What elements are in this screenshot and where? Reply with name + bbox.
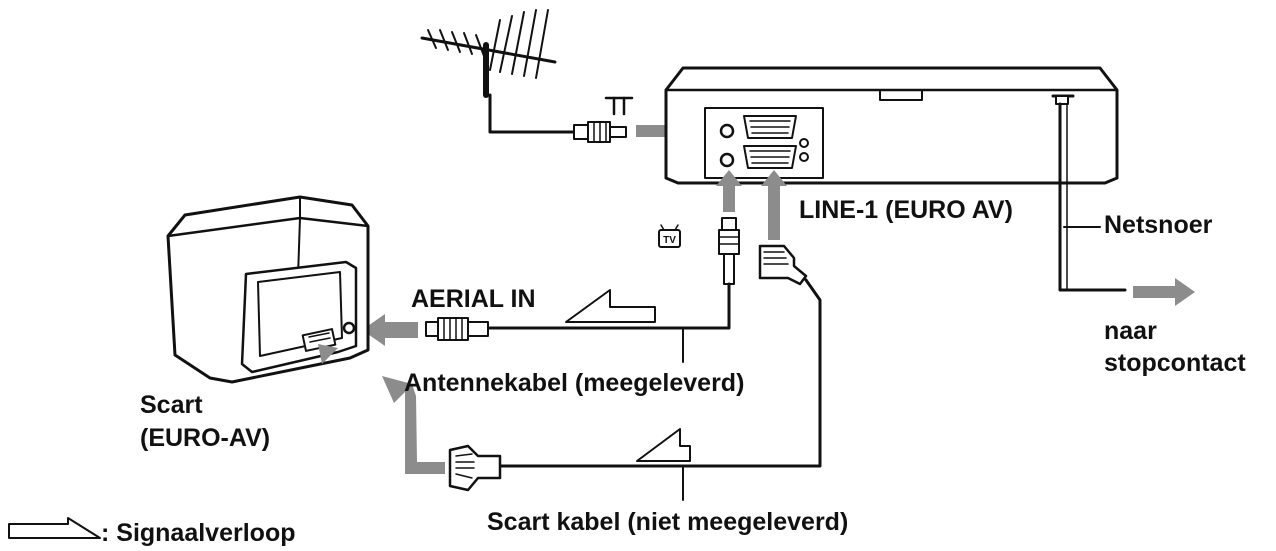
antenna-plug (573, 121, 627, 143)
tv-symbol-icon: TV (658, 224, 681, 248)
scart-kabel-label: Scart kabel (niet meegeleverd) (487, 508, 848, 536)
scart-plug-vcr (758, 244, 808, 286)
legend-signal-arrow-icon (8, 517, 101, 539)
antenna-icon (420, 9, 557, 98)
euro-av-label: (EURO-AV) (140, 424, 270, 452)
scart-cable (498, 278, 822, 468)
arrow-to-outlet (1133, 278, 1195, 306)
antennekabel-label: Antennekabel (meegeleverd) (404, 369, 744, 397)
signal-arrow-scart-tv (382, 376, 445, 474)
antenna-out-socket (719, 152, 735, 168)
line1-label: LINE-1 (EURO AV) (799, 196, 1013, 224)
antenna-cable (488, 93, 577, 134)
signaalverloop-label: : Signaalverloop (101, 519, 295, 547)
aerial-in-label: AERIAL IN (411, 285, 536, 313)
television (166, 195, 370, 384)
power-cord (1058, 102, 1127, 292)
tv-symbol-text: TV (663, 235, 676, 246)
stopcontact-label: stopcontact (1104, 349, 1246, 377)
antenna-cable-tv-plug (425, 317, 489, 341)
signal-arrow-antenna-out (716, 170, 742, 212)
tv-aerial-socket (342, 321, 356, 335)
antenna-socket-symbol-icon (604, 96, 634, 116)
scart-label: Scart (140, 391, 203, 419)
signal-flow-arrow-icon (565, 289, 656, 323)
signal-arrow-aerial-in (362, 314, 418, 346)
scart-plug-tv (448, 444, 502, 492)
naar-label: naar (1104, 317, 1157, 345)
antenna-cable-to-tv (486, 282, 731, 330)
signal-arrow-scart-line1 (761, 170, 787, 240)
netsnoer-label: Netsnoer (1104, 211, 1213, 239)
video-recorder (664, 66, 1119, 185)
antenna-in-socket (719, 123, 735, 139)
antenna-cable-vcr-plug (718, 217, 740, 285)
signal-flow-arrow-scart (636, 428, 691, 462)
